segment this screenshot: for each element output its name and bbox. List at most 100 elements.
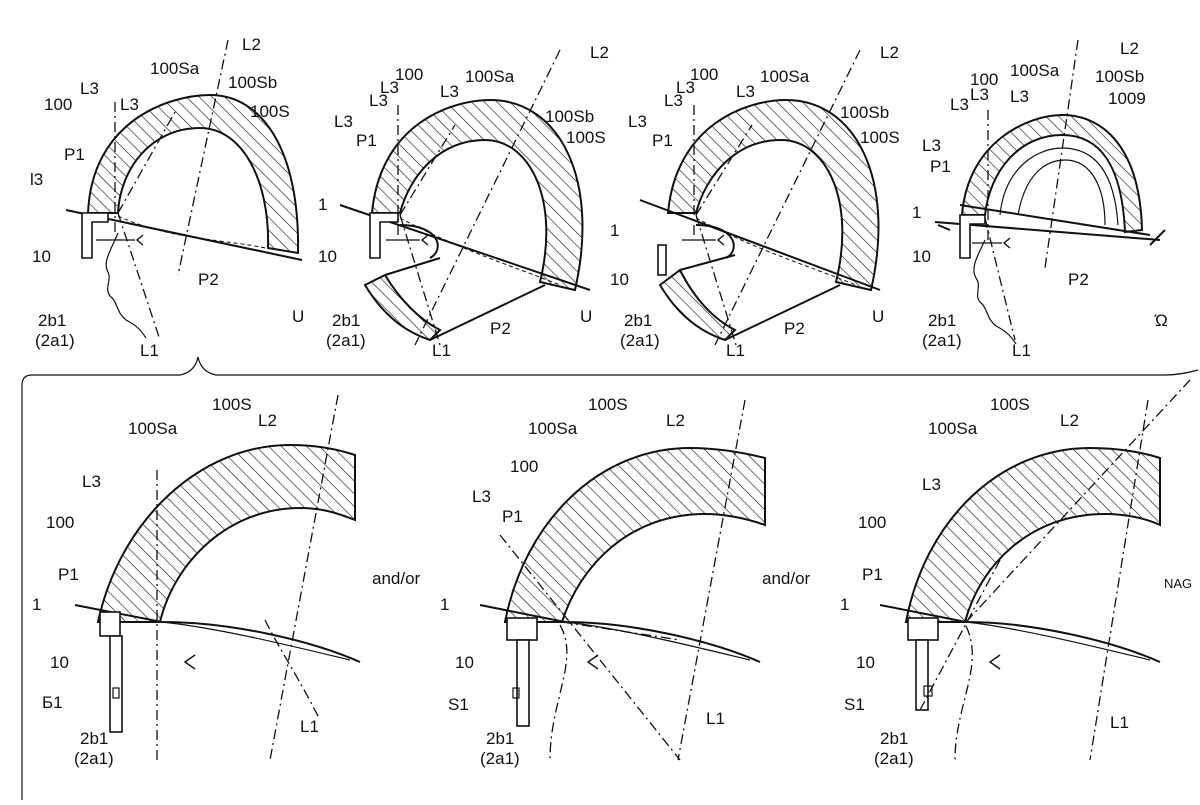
- line-L1: [549, 624, 568, 761]
- visor-line: [639, 199, 881, 291]
- label-U: U: [872, 307, 884, 326]
- label-100S: 100S: [990, 395, 1030, 414]
- label-100: 100: [690, 65, 718, 84]
- helmet-shell: [96, 443, 356, 623]
- label-100Sa: 100Sa: [528, 419, 578, 438]
- label-100S: 100S: [566, 128, 606, 147]
- label-100Sb: 100Sb: [1095, 67, 1144, 86]
- label-L3: L3: [82, 472, 101, 491]
- eye-icon: [1002, 237, 1011, 249]
- label-L1: L1: [706, 709, 725, 728]
- panel-bottom-2: 100S L2 100Sa 100 L3 P1 1 10 S1 L1 2b1 (…: [440, 395, 766, 768]
- label-2b1: 2b1: [880, 729, 908, 748]
- label-L3-d: L3: [922, 136, 941, 155]
- label-L3-a: L3: [676, 78, 695, 97]
- label-L3: L3: [922, 475, 941, 494]
- device-housing: [99, 611, 121, 637]
- panel-bottom-1: 100S L2 100Sa L3 100 P1 1 10 Б1 L1 2b1 (…: [32, 394, 361, 768]
- inner-frame-2: [1017, 159, 1106, 226]
- label-L3-a: L3: [80, 79, 99, 98]
- line-L3: [499, 534, 681, 761]
- sight-curve: [695, 217, 857, 286]
- panel-bottom-3: 100S L2 100Sa L3 100 P1 1 10 S1 L1 2b1 (…: [840, 379, 1191, 768]
- label-100: 100: [46, 513, 74, 532]
- label-P1: P1: [58, 565, 79, 584]
- eye-icon: [135, 234, 144, 246]
- face-profile: [973, 239, 1017, 345]
- line-L1: [984, 217, 1016, 341]
- label-L3-a: L3: [380, 78, 399, 97]
- edge-text: NAG: [1164, 576, 1192, 591]
- label-L1: L1: [140, 341, 159, 360]
- label-S1: S1: [844, 695, 865, 714]
- label-S1: S1: [448, 695, 469, 714]
- label-U: Ώ: [1154, 311, 1168, 330]
- visor-bubble: [399, 224, 439, 259]
- label-100S: 100S: [588, 395, 628, 414]
- device-arm: [516, 639, 530, 727]
- label-P2: P2: [784, 319, 805, 338]
- line-L1: [695, 214, 737, 346]
- sensor-S1: [512, 687, 520, 699]
- label-2a1: (2a1): [922, 331, 962, 350]
- label-2b1: 2b1: [80, 729, 108, 748]
- visor-lower: [564, 621, 751, 661]
- line-L3: [965, 379, 1191, 623]
- line-L2: [1089, 399, 1149, 761]
- helmet-shell: [666, 98, 880, 292]
- label-L1: L1: [300, 717, 319, 736]
- label-100Sa: 100Sa: [150, 59, 200, 78]
- device-mount: [657, 244, 667, 276]
- chin-guard: [658, 268, 737, 342]
- device-housing: [506, 617, 538, 641]
- device-mount: [959, 214, 986, 259]
- label-100Sa: 100Sa: [465, 67, 515, 86]
- line-P1-diag: [399, 124, 456, 216]
- label-L2: L2: [880, 43, 899, 62]
- label-1: 1: [610, 221, 619, 240]
- label-L2: L2: [590, 43, 609, 62]
- label-L2: L2: [258, 411, 277, 430]
- label-L3-a: L3: [970, 85, 989, 104]
- visor-lower: [161, 621, 351, 661]
- label-2a1: (2a1): [326, 331, 366, 350]
- label-100Sb: 100Sb: [840, 103, 889, 122]
- label-10: 10: [32, 247, 51, 266]
- label-L2: L2: [242, 35, 261, 54]
- panel-top-2: L2 100 100Sa L3 L3 L3 100Sb L3 100S P1 1…: [318, 43, 609, 360]
- label-L3-d: L3: [628, 112, 647, 131]
- label-L3-c: Ɩ3: [30, 170, 43, 189]
- label-L3-b: L3: [1010, 87, 1029, 106]
- visor-lower: [965, 621, 1151, 661]
- label-L3-b: L3: [440, 82, 459, 101]
- label-100S: 100S: [250, 102, 290, 121]
- label-L1: L1: [432, 341, 451, 360]
- line-L1: [117, 212, 161, 341]
- device-mount: [369, 212, 399, 259]
- device-arm: [915, 639, 929, 711]
- label-100Sa: 100Sa: [128, 419, 178, 438]
- label-U: U: [580, 307, 592, 326]
- label-100S: 100S: [212, 395, 252, 414]
- panel-top-1: L2 100Sa 100Sb 100S L3 L3 100 P1 Ɩ3 10 P…: [30, 35, 304, 360]
- label-100: 100: [44, 95, 72, 114]
- line-L2: [1044, 39, 1079, 269]
- label-L1: L1: [1110, 713, 1129, 732]
- label-1: 1: [32, 595, 41, 614]
- brim: [934, 204, 1161, 241]
- label-L3-b: L3: [120, 95, 139, 114]
- label-100S: 100S: [860, 128, 900, 147]
- label-2a1: (2a1): [480, 749, 520, 768]
- line-L2: [677, 399, 746, 761]
- label-P1: P1: [930, 157, 951, 176]
- label-L3: L3: [472, 487, 491, 506]
- label-P2: P2: [490, 319, 511, 338]
- helmet-shell: [86, 93, 300, 255]
- label-100Sb: 100Sb: [545, 107, 594, 126]
- label-100: 100: [970, 70, 998, 89]
- visor-bubble: [695, 224, 735, 259]
- label-2a1: (2a1): [620, 331, 660, 350]
- label-100Sa: 100Sa: [1010, 61, 1060, 80]
- label-1: 1: [840, 595, 849, 614]
- label-10: 10: [856, 653, 875, 672]
